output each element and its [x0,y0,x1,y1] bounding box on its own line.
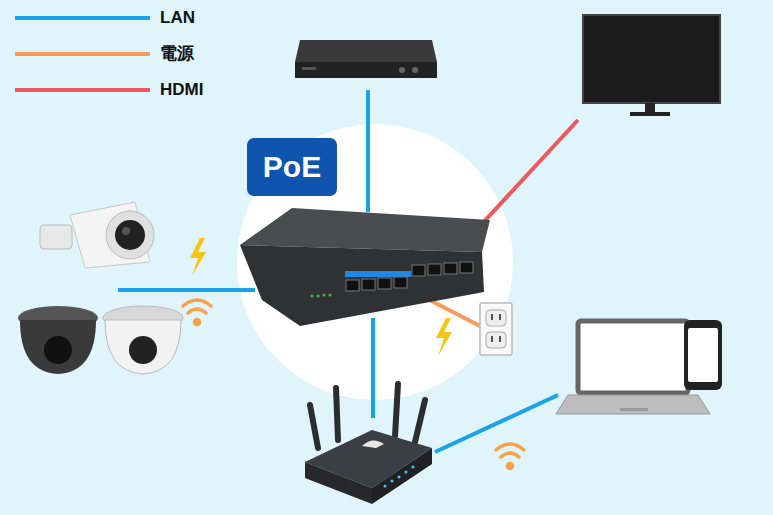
router-front [372,448,432,504]
bullet-camera [40,202,154,268]
power-lightning-icon [436,318,452,356]
dome-camera-dark [18,306,98,374]
wifi-dot [195,320,200,325]
router-side [305,462,372,504]
dome-body [105,320,181,374]
monitor [583,15,720,116]
nvr-top [295,40,437,62]
wifi-arc [188,309,206,313]
hdmi-wire [478,120,578,228]
router-led [391,480,394,483]
outlet-slot [499,314,501,320]
outlet-slot [491,336,493,342]
phone-screen [688,328,718,382]
outlet-slot [499,336,501,342]
power-lightning-icon [190,238,206,276]
wifi-icon [183,300,211,325]
camera-lens [115,220,145,250]
router-antenna [415,400,425,442]
router-led [384,485,387,488]
dome-lens [129,336,157,364]
nvr-button [412,67,418,73]
lan-wire [366,90,370,212]
poe-badge: PoE [247,138,337,196]
laptop-base [556,395,710,414]
legend-power-line [15,52,150,56]
router-antenna [395,384,398,436]
lan-wire [118,288,255,292]
wall-outlet [480,303,512,355]
monitor-screen [583,15,720,103]
switch-front [240,245,484,326]
outlet-socket [486,332,506,348]
switch-led [323,294,326,297]
lan-wire [371,318,375,418]
legend-label: LAN [160,8,195,28]
switch-port [444,263,457,274]
wifi-icon [496,444,524,469]
switch-port [378,278,391,289]
switch-led [311,295,314,298]
laptop-touchpad [620,408,648,411]
switch-port [362,279,375,290]
wifi-arc [183,300,211,306]
router-led [412,466,415,469]
outlet-plate [480,303,512,355]
lan-wire [435,395,558,452]
switch-led [317,295,320,298]
poe-switch [240,208,490,326]
camera-mount [40,225,72,249]
outlet-socket [486,310,506,326]
switch-port [394,277,407,288]
legend-label: 電源 [160,44,194,64]
switch-port [460,262,473,273]
monitor-neck [645,103,655,112]
router-antenna [336,388,338,440]
dome-lens [44,336,72,364]
router-leds [384,466,415,488]
nvr-front [295,62,437,78]
camera-lens-glint [122,227,130,235]
switch-port [412,265,425,276]
nvr-recorder [295,40,437,78]
outlet-slot [491,314,493,320]
router-logo [362,440,384,448]
smartphone [684,320,722,390]
wifi-arc [501,453,519,457]
dome-camera-white [103,306,183,374]
camera-front [106,211,154,259]
dome-body [20,320,96,374]
phone-body [684,320,722,390]
wifi-router [305,384,432,504]
legend-lan-line [15,16,150,20]
wifi-arc [496,444,524,450]
switch-top [240,208,490,252]
switch-port [428,264,441,275]
legend-label: HDMI [160,80,203,100]
legend-hdmi-line [15,88,150,92]
router-led [398,476,401,479]
switch-leds [311,294,332,298]
switch-port [346,280,359,291]
laptop-screen [578,321,688,393]
monitor-base [630,112,670,116]
badge-label: PoE [263,150,321,184]
switch-led [329,294,332,297]
wifi-dot [508,464,513,469]
nvr-button [399,67,405,73]
switch-poe-strip [345,271,411,277]
nvr-led [302,67,316,70]
router-antenna [310,405,318,448]
router-led [405,471,408,474]
switch-ports [346,262,473,291]
